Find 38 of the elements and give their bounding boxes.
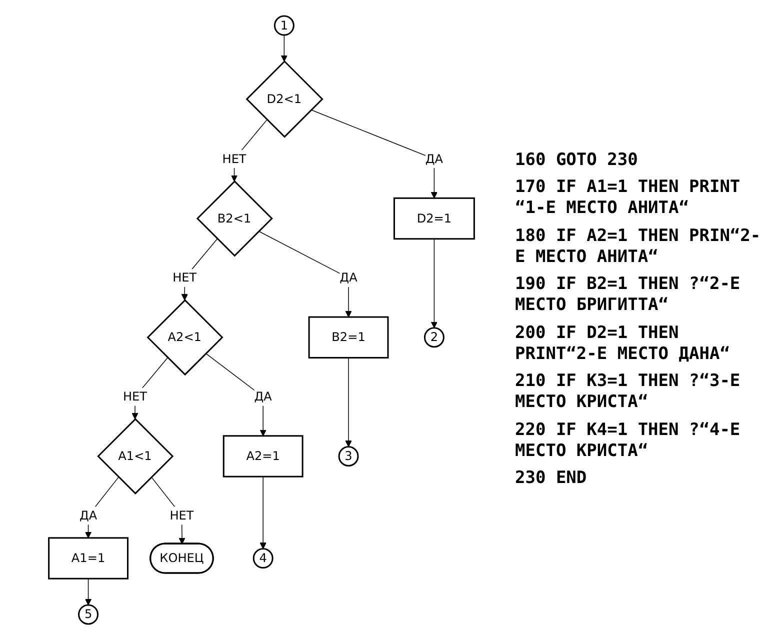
code-line: 190 IF B2=1 THEN ?“2-Е МЕСТО БРИГИТТА“ (515, 274, 742, 316)
node-box: A2=1 (222, 434, 304, 477)
code-line: 180 IF A2=1 THEN PRIN“2-Е МЕСТО АНИТА“ (515, 226, 762, 268)
node-diamond: A1<1 (97, 417, 174, 494)
edge-label: НЕТ (222, 151, 246, 166)
arrow (430, 238, 438, 328)
arrow (84, 578, 92, 605)
edge-label: НЕТ (122, 388, 148, 404)
arrow (310, 109, 438, 198)
code-line: 220 IF K4=1 THEN ?“4-Е МЕСТО КРИСТА“ (515, 420, 742, 462)
code-line: 160 GOTO 230 (515, 150, 639, 171)
edge-label: ДА (340, 270, 358, 284)
node-circle: 2 (424, 326, 444, 348)
code-line: 200 IF D2=1 THEN PRINT“2-Е МЕСТО ДАНА“ (515, 322, 731, 365)
arrow (205, 352, 266, 436)
arrow (258, 230, 352, 317)
node-box: A1=1 (48, 536, 128, 579)
arrow (260, 476, 266, 549)
arrow (84, 476, 119, 538)
node-circle: 3 (338, 446, 359, 466)
edge-label: ДА (254, 388, 272, 404)
edge-label: НЕТ (172, 270, 197, 284)
node-box: D2=1 (393, 196, 475, 240)
node-diamond: B2<1 (196, 180, 273, 256)
code-line: 230 END (515, 468, 588, 490)
node-box: B2=1 (308, 316, 389, 358)
node-circle: 4 (252, 548, 274, 568)
arrow (280, 34, 288, 62)
node-diamond: D2<1 (246, 60, 324, 138)
node-circle: 1 (274, 14, 294, 36)
edge-label: ДА (79, 508, 98, 522)
arrow (345, 356, 352, 447)
node-circle: 5 (78, 604, 99, 624)
node-diamond: A2<1 (146, 298, 224, 376)
edge-label: НЕТ (170, 508, 194, 522)
code-line: 210 IF K3=1 THEN ?“3-Е МЕСТО КРИСТА“ (515, 371, 742, 414)
code-line: 170 IF A1=1 THEN PRINT “1-Е МЕСТО АНИТА“ (515, 177, 742, 220)
edge-label: ДА (425, 151, 444, 166)
